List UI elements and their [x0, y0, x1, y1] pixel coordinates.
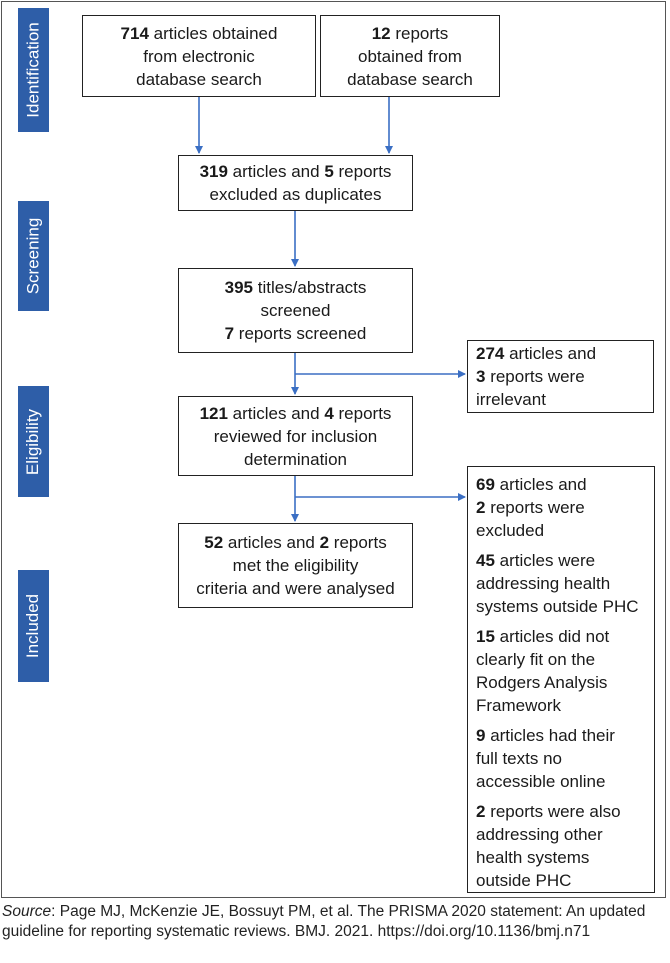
- excluded-group-2: 45 articles were addressing health syste…: [476, 551, 639, 616]
- excluded-group-5: 2 reports were also addressing other hea…: [476, 802, 621, 890]
- box-duplicates: 319 articles and 5 reports excluded as d…: [178, 155, 413, 211]
- box-excluded: 69 articles and 2 reports were excluded …: [467, 466, 655, 893]
- flow-diagram-frame: [1, 1, 666, 898]
- box-screened: 395 titles/abstracts screened 7 reports …: [178, 268, 413, 353]
- source-citation: Source: Page MJ, McKenzie JE, Bossuyt PM…: [2, 903, 646, 940]
- excluded-group-1: 69 articles and 2 reports were excluded: [476, 475, 587, 540]
- stage-identification: Identification: [18, 8, 49, 132]
- stage-screening: Screening: [18, 201, 49, 311]
- excluded-group-4: 9 articles had their full texts no acces…: [476, 726, 615, 791]
- excluded-group-3: 15 articles did not clearly fit on the R…: [476, 627, 610, 715]
- box-reports-obtained: 12 reports obtained from database search: [320, 15, 500, 97]
- box-included: 52 articles and 2 reports met the eligib…: [178, 523, 413, 608]
- stage-included: Included: [18, 570, 49, 682]
- box-irrelevant: 274 articles and 3 reports were irreleva…: [467, 340, 654, 413]
- stage-eligibility: Eligibility: [18, 386, 49, 497]
- box-articles-obtained: 714 articles obtained from electronic da…: [82, 15, 316, 97]
- box-reviewed: 121 articles and 4 reports reviewed for …: [178, 396, 413, 476]
